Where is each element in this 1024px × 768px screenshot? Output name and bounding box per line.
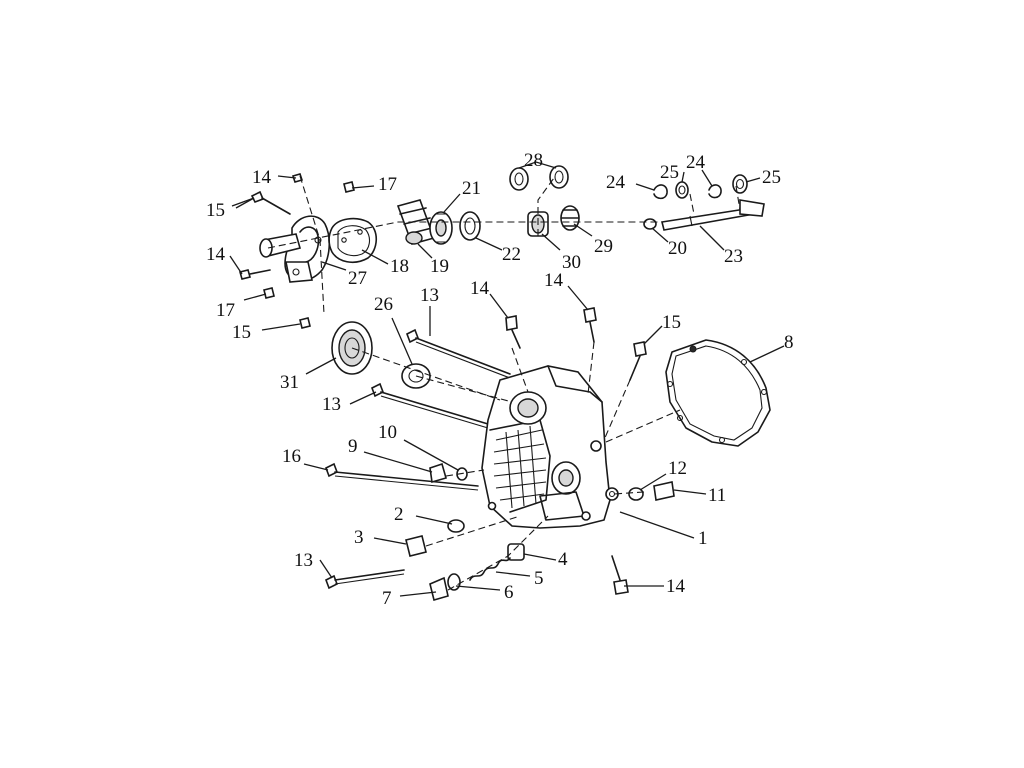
- callout-8: 8: [784, 332, 794, 353]
- callout-2: 2: [394, 504, 404, 525]
- callout-12: 12: [668, 458, 687, 479]
- drive-gear: [560, 205, 580, 231]
- circlips: [653, 174, 748, 200]
- callout-10: 10: [378, 422, 397, 443]
- callout-14-a: 14: [252, 167, 272, 188]
- callout-15-a: 15: [206, 200, 225, 221]
- callout-15-b: 15: [232, 322, 251, 343]
- callout-1: 1: [698, 528, 708, 549]
- callout-3: 3: [354, 527, 364, 548]
- callout-6: 6: [504, 582, 514, 603]
- callout-13-b: 13: [322, 394, 341, 415]
- o-rings: [509, 165, 569, 191]
- callout-20: 20: [668, 238, 687, 259]
- callout-18: 18: [390, 256, 409, 277]
- callout-16: 16: [282, 446, 301, 467]
- callout-11: 11: [708, 485, 726, 506]
- callout-17-b: 17: [216, 300, 235, 321]
- callout-4: 4: [558, 549, 568, 570]
- callout-17-a: 17: [378, 174, 397, 195]
- callout-29: 29: [594, 236, 613, 257]
- callout-14-e: 14: [666, 576, 686, 597]
- callout-13-c: 13: [294, 550, 313, 571]
- callout-labels: 1 2 3 4 5 6 7 8 9 10 11 12 13 13 13 13 1…: [206, 150, 794, 609]
- callout-25-a: 25: [660, 162, 679, 183]
- callout-27: 27: [348, 268, 367, 289]
- callout-19: 19: [430, 256, 449, 277]
- callout-15-c: 15: [662, 312, 681, 333]
- bearing: [429, 211, 453, 245]
- callout-7: 7: [382, 588, 392, 609]
- callout-24-b: 24: [686, 152, 706, 173]
- callout-30: 30: [562, 252, 581, 273]
- callout-9: 9: [348, 436, 358, 457]
- water-pump-cover: [259, 215, 331, 283]
- pump-gasket: [328, 217, 378, 264]
- washer: [643, 218, 657, 230]
- assembly-lines: [267, 175, 741, 591]
- seal-ring: [459, 211, 481, 241]
- cover-gasket: [665, 339, 771, 447]
- callout-14-d: 14: [544, 270, 564, 291]
- leader-lines: [229, 161, 785, 597]
- callout-14-b: 14: [206, 244, 226, 265]
- bolts: [239, 173, 647, 595]
- callout-13-a: 13: [420, 285, 439, 306]
- callout-25-b: 25: [762, 167, 781, 188]
- pump-shaft: [661, 199, 765, 231]
- callout-22: 22: [502, 244, 521, 265]
- crankcase-cover: [481, 365, 619, 529]
- long-bolts: [324, 328, 511, 590]
- callout-14-c: 14: [470, 278, 490, 299]
- callout-28: 28: [524, 150, 543, 171]
- callout-24-a: 24: [606, 172, 626, 193]
- callout-31: 31: [280, 372, 299, 393]
- callout-5: 5: [534, 568, 544, 589]
- callout-23: 23: [724, 246, 743, 267]
- callout-21: 21: [462, 178, 481, 199]
- callout-26: 26: [374, 294, 393, 315]
